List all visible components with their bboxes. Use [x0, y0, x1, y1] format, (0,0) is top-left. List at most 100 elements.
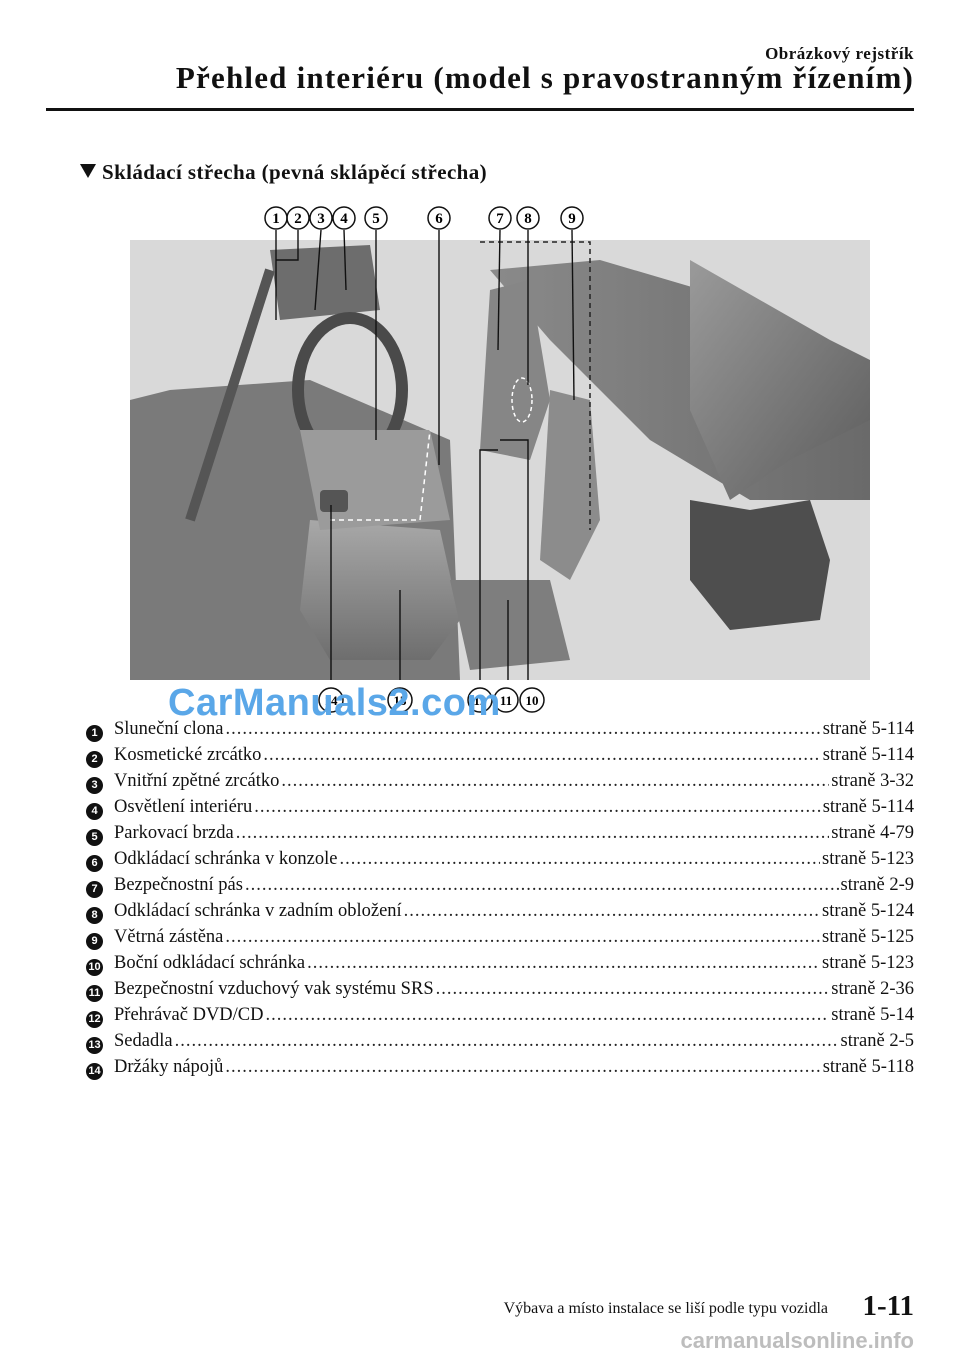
legend-page-ref: straně 5-123 — [822, 849, 914, 869]
legend-label: Sluneční clona — [114, 719, 224, 739]
leader-dots — [307, 953, 820, 974]
footer-site-link[interactable]: carmanualsonline.info — [680, 1328, 915, 1353]
callout-8: 8 — [524, 211, 532, 227]
legend-page-ref: straně 4-79 — [831, 823, 914, 843]
legend-label: Sedadla — [114, 1031, 173, 1051]
rear-panel — [690, 500, 830, 630]
section-heading-text: Skládací střecha (pevná sklápěcí střecha… — [102, 160, 488, 184]
callout-5: 5 — [372, 211, 380, 227]
a-pillar — [185, 268, 275, 522]
legend-number-badge: 14 — [86, 1062, 103, 1080]
legend-label: Boční odkládací schránka — [114, 953, 306, 973]
triangle-bullet-icon — [80, 164, 96, 178]
legend-number-badge: 13 — [86, 1036, 103, 1054]
callout-12: 12 — [474, 693, 487, 708]
leader-dots — [339, 849, 820, 870]
footer-note: Výbava a místo instalace se liší podle t… — [503, 1300, 828, 1317]
legend-label: Osvětlení interiéru — [114, 797, 253, 817]
callout-4: 4 — [340, 211, 348, 227]
legend-label: Větrná zástěna — [114, 927, 224, 947]
legend-label: Vnitřní zpětné zrcátko — [114, 771, 280, 791]
legend-page-ref: straně 5-114 — [822, 719, 914, 739]
car-body-panel — [690, 260, 870, 500]
legend-item: 10 Boční odkládací schránka straně 5-123 — [86, 953, 914, 979]
legend-page-ref: straně 5-125 — [822, 927, 914, 947]
legend-label: Odkládací schránka v zadním obložení — [114, 901, 402, 921]
leader-dots — [245, 875, 839, 896]
callout-7: 7 — [496, 211, 504, 227]
callout-markers-bottom: 14 13 12 11 10 — [318, 687, 545, 713]
legend-number-badge: 8 — [86, 906, 103, 924]
legend-label: Odkládací schránka v konzole — [114, 849, 338, 869]
seat-cushion — [300, 520, 460, 660]
legend-page-ref: straně 2-36 — [831, 979, 914, 999]
legend-page-ref: straně 5-114 — [822, 797, 914, 817]
leader-dots — [254, 797, 821, 818]
legend-item: 3 Vnitřní zpětné zrcátko straně 3-32 — [86, 771, 914, 797]
callout-1: 1 — [272, 211, 280, 227]
callout-6: 6 — [435, 211, 443, 227]
callout-10: 10 — [526, 693, 539, 708]
watermark-link[interactable]: CarManuals2.com — [168, 682, 501, 724]
legend-page-ref: straně 3-32 — [831, 771, 914, 791]
legend-page-ref: straně 5-114 — [822, 745, 914, 765]
legend-page-ref: straně 2-9 — [840, 875, 914, 895]
legend-label: Přehrávač DVD/CD — [114, 1005, 264, 1025]
callout-11: 11 — [500, 693, 512, 708]
leader-dots — [436, 979, 830, 1000]
legend-item: 13 Sedadla straně 2-5 — [86, 1031, 914, 1057]
legend-number-badge: 10 — [86, 958, 103, 976]
page-title: Přehled interiéru (model s pravostranným… — [175, 60, 914, 95]
callout-14: 14 — [325, 693, 339, 708]
page-number: 1-11 — [862, 1290, 914, 1322]
legend-number-badge: 11 — [86, 984, 103, 1002]
legend-item: 8 Odkládací schránka v zadním obložení str… — [86, 901, 914, 927]
header-section-label: Obrázkový rejstřík — [765, 44, 914, 63]
leader-dots — [175, 1031, 839, 1052]
leader-dots — [404, 901, 820, 922]
seat-back-right — [480, 280, 550, 460]
leader-dots — [236, 823, 830, 844]
callout-markers-top: 1 2 3 4 5 6 7 8 9 — [264, 206, 584, 230]
leader-dots — [281, 771, 829, 792]
legend-number-badge: 1 — [86, 724, 103, 742]
header-rule — [46, 108, 914, 111]
callout-13: 13 — [394, 693, 408, 708]
legend-label: Kosmetické zrcátko — [114, 745, 262, 765]
legend-number-badge: 12 — [86, 1010, 103, 1028]
leader-lines — [275, 229, 575, 680]
legend-number-badge: 9 — [86, 932, 103, 950]
legend-item: 4 Osvětlení interiéru straně 5-114 — [86, 797, 914, 823]
legend-item: 1 Sluneční clona straně 5-114 — [86, 719, 914, 745]
legend-page-ref: straně 5-123 — [822, 953, 914, 973]
legend-number-badge: 3 — [86, 776, 103, 794]
legend-label: Bezpečnostní vzduchový vak systému SRS — [114, 979, 434, 999]
seat-side — [450, 580, 570, 670]
callout-3: 3 — [317, 211, 325, 227]
callout-9: 9 — [568, 211, 576, 227]
center-console — [300, 430, 450, 530]
dashed-outline-rear — [480, 241, 591, 530]
dashed-outline-console — [330, 429, 431, 521]
legend-page-ref: straně 2-5 — [840, 1031, 914, 1051]
legend-number-badge: 7 — [86, 880, 103, 898]
legend-item: 9 Větrná zástěna straně 5-125 — [86, 927, 914, 953]
callout-2: 2 — [294, 211, 302, 227]
legend-number-badge: 4 — [86, 802, 103, 820]
legend-page-ref: straně 5-124 — [822, 901, 914, 921]
section-heading: Skládací střecha (pevná sklápěcí střecha… — [80, 160, 487, 185]
leader-dots — [263, 745, 820, 766]
leader-dots — [225, 719, 820, 740]
windshield-frame — [270, 245, 380, 320]
legend-label: Parkovací brzda — [114, 823, 234, 843]
dashed-outline-pocket — [511, 377, 533, 423]
interior-illustration: 1 2 3 4 5 6 7 8 9 14 13 12 11 10 — [130, 206, 870, 713]
legend-item: 11 Bezpečnostní vzduchový vak systému SRS… — [86, 979, 914, 1005]
legend-number-badge: 5 — [86, 828, 103, 846]
